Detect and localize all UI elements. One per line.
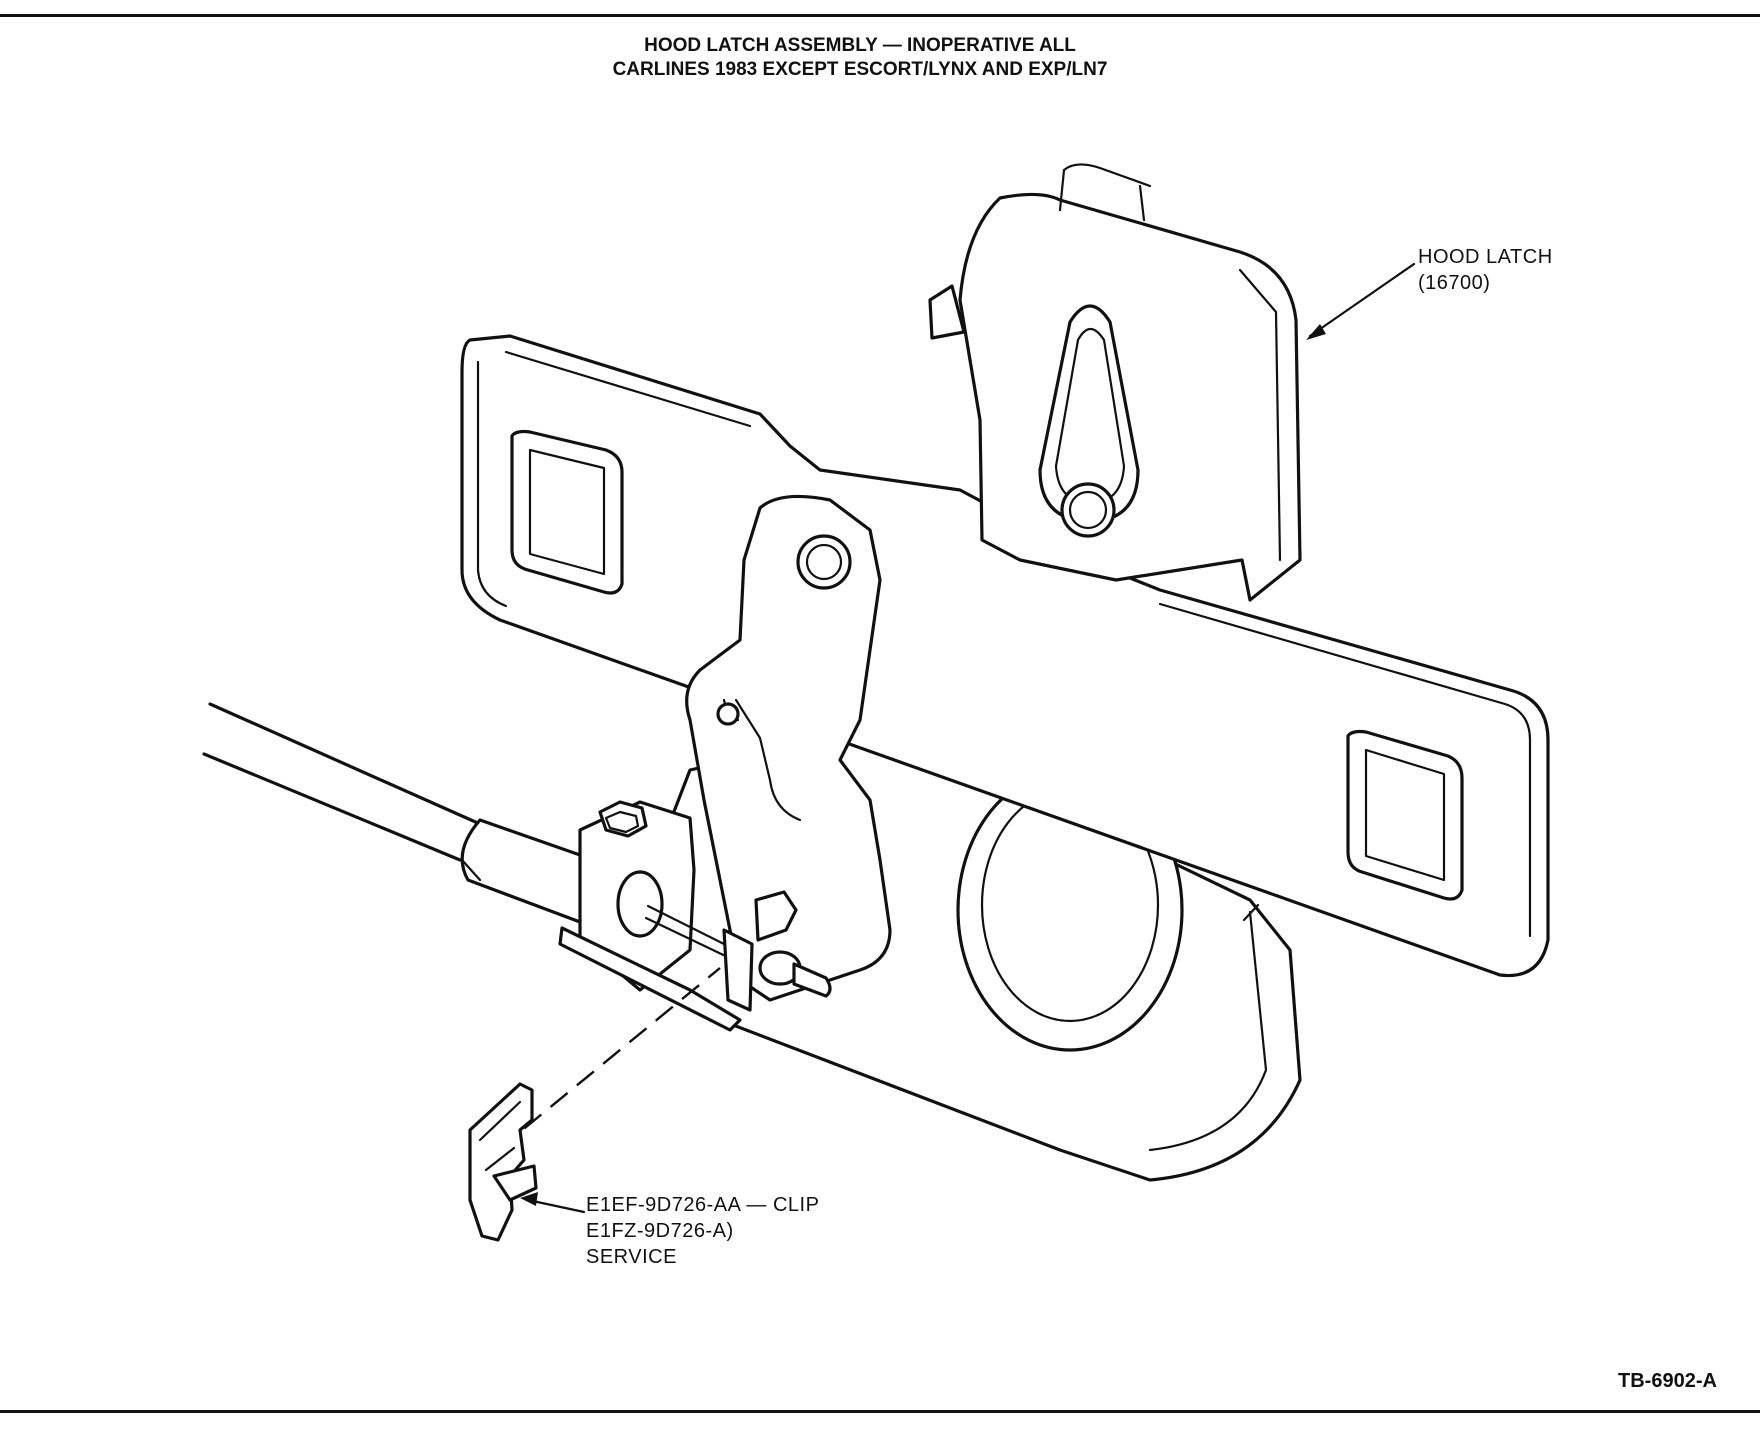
release-lever [685, 494, 892, 1002]
hood-latch-leader [1306, 262, 1416, 340]
title-line-1: HOOD LATCH ASSEMBLY — INOPERATIVE ALL [644, 35, 1076, 56]
retaining-clip [468, 1082, 538, 1242]
assembly-dashed-line [497, 967, 721, 1151]
hood-latch-label-part: (16700) [1418, 272, 1491, 294]
diagram-title: HOOD LATCH ASSEMBLY — INOPERATIVE ALL CA… [480, 34, 1240, 82]
hood-latch-label: HOOD LATCH (16700) [1418, 244, 1553, 296]
upper-latch-plate [928, 163, 1302, 602]
title-line-2: CARLINES 1983 EXCEPT ESCORT/LYNX AND EXP… [612, 59, 1108, 80]
clip-label-service: SERVICE [586, 1246, 677, 1268]
release-cable [202, 702, 602, 930]
clip-label-part: E1EF-9D726-AA — CLIP [586, 1194, 820, 1216]
cable-end-pin [644, 890, 832, 1012]
clip-leader [520, 1192, 586, 1214]
hood-latch-label-name: HOOD LATCH [1418, 246, 1553, 268]
figure-id: TB-6902-A [1618, 1370, 1717, 1392]
bottom-border-rule [0, 1410, 1760, 1413]
clip-label-service-part: E1FZ-9D726-A) [586, 1220, 734, 1242]
top-border-rule [0, 14, 1760, 17]
clip-label: E1EF-9D726-AA — CLIP E1FZ-9D726-A) SERVI… [586, 1192, 819, 1270]
cable-bracket [558, 800, 742, 1032]
latch-mounting-plate [460, 334, 1550, 978]
